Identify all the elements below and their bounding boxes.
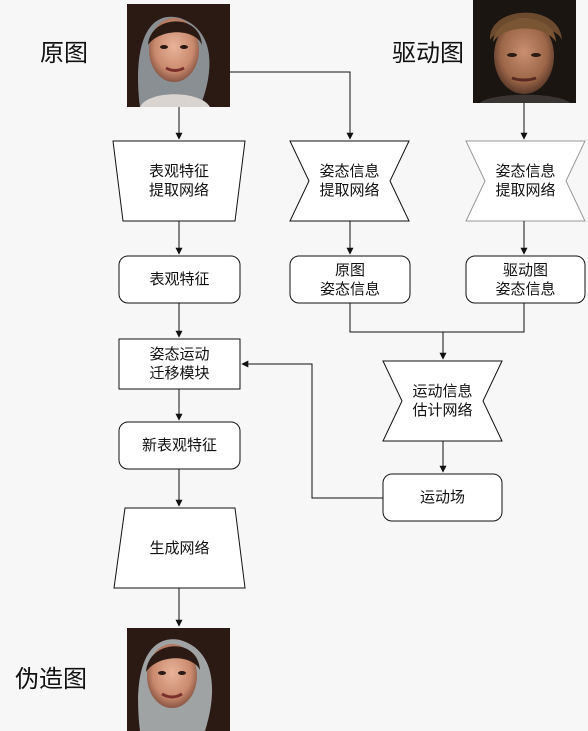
motion-transfer-shape: [118, 338, 241, 390]
driving-video-label: 驱动图: [392, 39, 464, 67]
driving-pose-shape: [465, 255, 586, 304]
fake-face-image: [127, 628, 230, 731]
generator-shape: [113, 507, 246, 589]
new-appearance-feature-shape: [118, 421, 241, 470]
pose-extractor-source-shape: [289, 140, 410, 222]
source-image-label: 原图: [40, 39, 88, 67]
connectors: [175, 71, 528, 627]
source-pose-shape: [289, 255, 411, 304]
motion-estimator-shape: [382, 360, 503, 442]
fake-image-label: 伪造图: [15, 665, 87, 693]
motion-field-shape: [382, 473, 503, 522]
pose-extractor-driving-shape: [465, 140, 586, 222]
appearance-extractor-shape: [112, 140, 246, 222]
source-face-image: [127, 4, 230, 107]
appearance-feature-shape: [118, 255, 241, 304]
driving-face-image: [473, 0, 576, 103]
